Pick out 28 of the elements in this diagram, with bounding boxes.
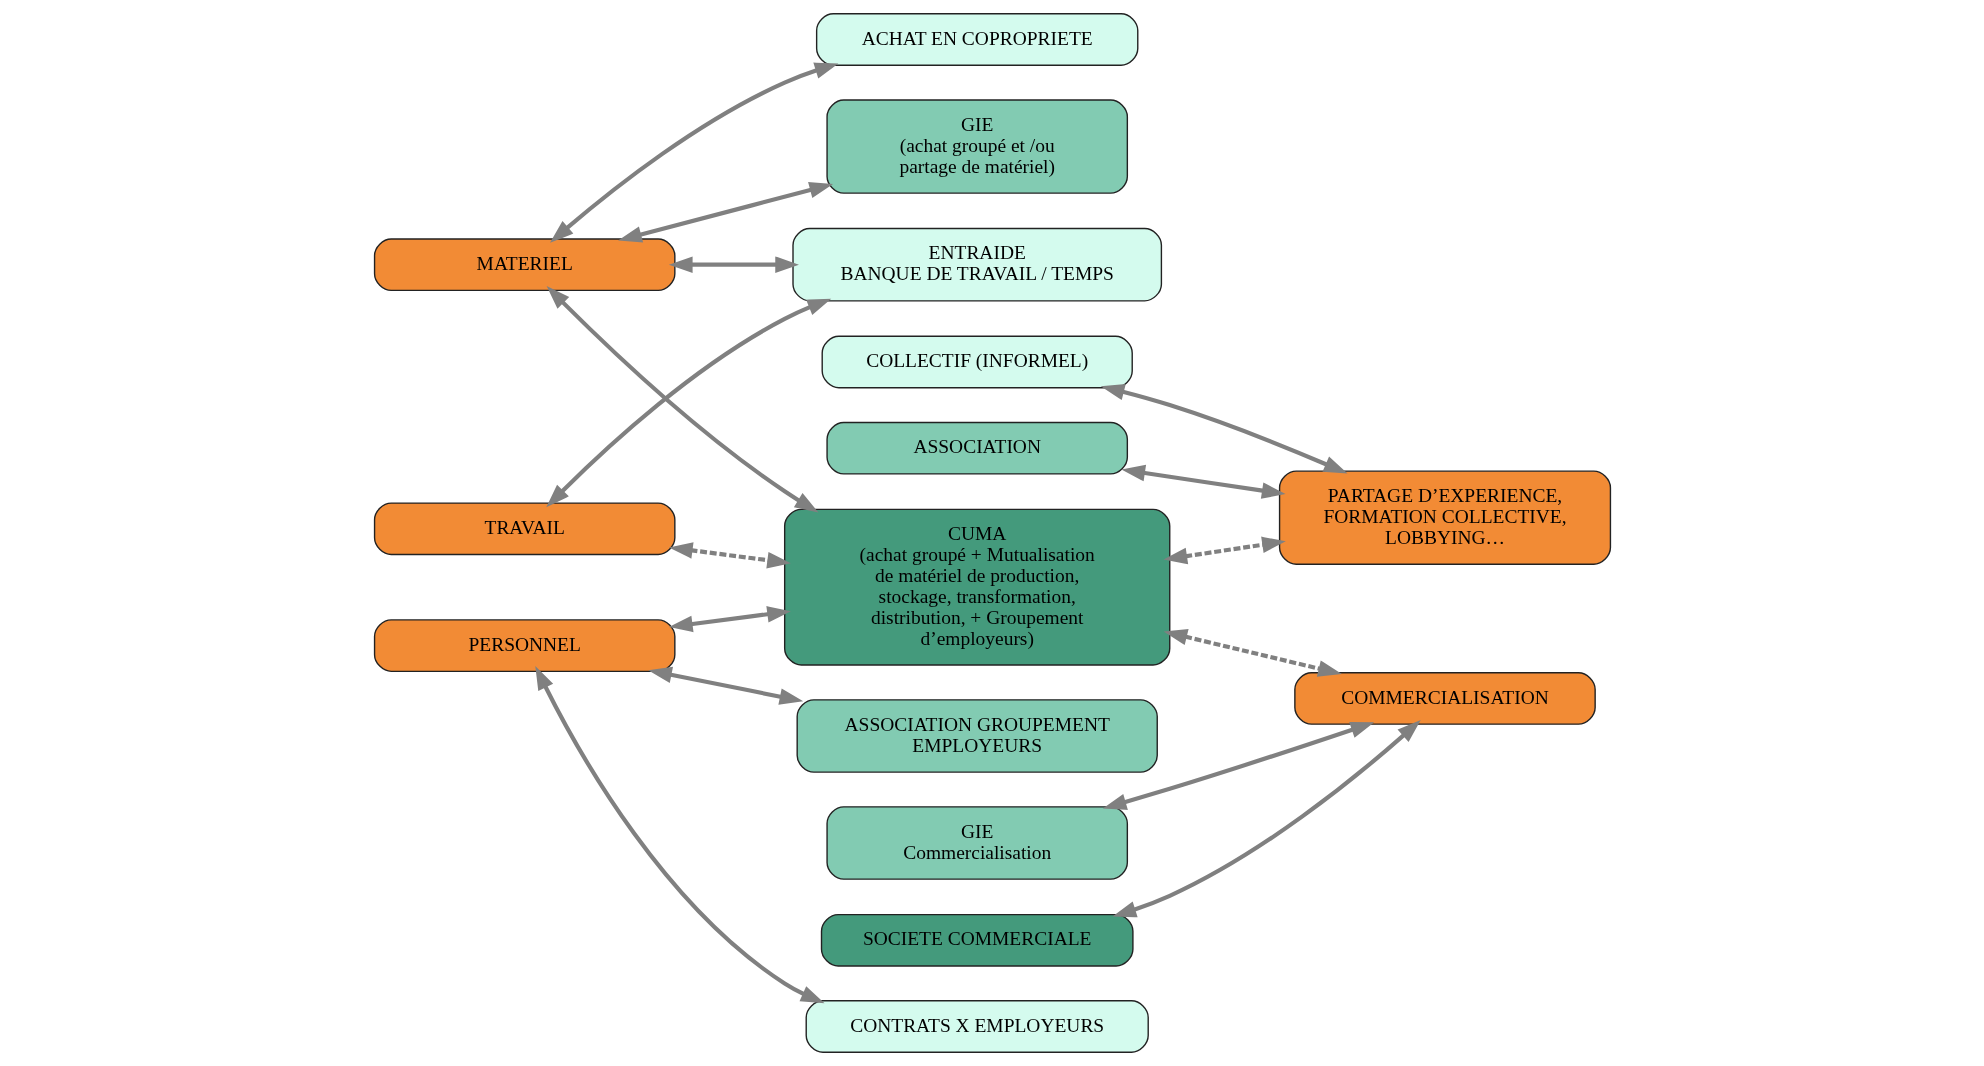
node-box: PERSONNEL — [373, 619, 676, 672]
node-box: TRAVAIL — [373, 502, 676, 556]
node-box: CUMA (achat groupé + Mutualisation de matériel de production, stockage, transformation, distribution, + Groupement d’employeurs) — [783, 508, 1170, 666]
arrow — [1112, 719, 1421, 918]
arrow — [668, 542, 791, 569]
node-box: ASSOCIATION — [825, 421, 1128, 475]
node-box: PARTAGE D’EXPERIENCE, FORMATION COLLECTIVE, LOBBYING… — [1278, 470, 1611, 565]
arrow — [668, 606, 791, 633]
node-box: MATERIEL — [373, 238, 676, 292]
node-box: COLLECTIF (INFORMEL) — [821, 335, 1133, 389]
arrow — [617, 182, 833, 243]
arrow — [1120, 464, 1286, 499]
arrow — [1163, 628, 1342, 677]
node-box: ASSOCIATION GROUPEMENT EMPLOYEURS — [796, 699, 1158, 773]
node-box: ACHAT EN COPROPRIETE — [815, 13, 1138, 66]
arrow — [668, 256, 799, 273]
arrow — [534, 666, 825, 1004]
node-box: SOCIETE COMMERCIALE — [820, 913, 1134, 967]
arrow — [1163, 536, 1286, 565]
node-box: CONTRATS X EMPLOYEURS — [805, 1000, 1149, 1053]
arrow — [1102, 721, 1374, 810]
node-box: GIE (achat groupé et /ou partage de matériel) — [825, 99, 1128, 194]
arrow — [549, 62, 838, 243]
node-box: GIE Commercialisation — [825, 806, 1128, 880]
node-box: ENTRAIDE BANQUE DE TRAVAIL / TEMPS — [791, 227, 1162, 302]
arrow — [1100, 383, 1348, 474]
arrow — [647, 666, 803, 705]
node-box: COMMERCIALISATION — [1293, 672, 1596, 725]
